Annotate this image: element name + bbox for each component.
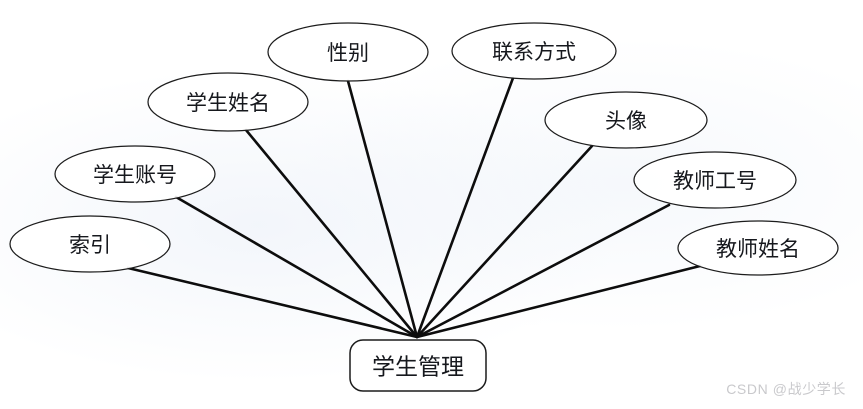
attribute-ellipse[interactable] <box>54 145 216 203</box>
attribute-label: 学生姓名 <box>186 91 270 115</box>
csdn-watermark: CSDN @战少学长 <box>726 381 846 397</box>
attribute-label: 联系方式 <box>492 40 576 64</box>
attribute-ellipse[interactable] <box>677 220 839 276</box>
edge-jiaoshi-gonghao-to-entity <box>415 203 671 339</box>
edge-xuesheng-zhanghao-to-entity <box>174 195 419 339</box>
attribute-node-lianxi-fangshi[interactable]: 联系方式 <box>451 22 617 80</box>
attribute-label: 教师姓名 <box>716 237 800 261</box>
edge-xuesheng-xingming-to-entity <box>244 128 419 339</box>
edge-jiaoshi-xingming-to-entity <box>415 264 702 339</box>
edge-lianxi-fangshi-to-entity <box>415 76 515 339</box>
attribute-node-jiaoshi-xingming[interactable]: 教师姓名 <box>677 220 839 276</box>
entity-node-xuesheng-guanli[interactable]: 学生管理 <box>349 339 487 392</box>
attribute-ellipse[interactable] <box>9 215 171 273</box>
attribute-node-xingbie[interactable]: 性别 <box>267 22 429 82</box>
attribute-node-xuesheng-xingming[interactable]: 学生姓名 <box>147 72 309 132</box>
edge-xingbie-to-entity <box>346 79 419 339</box>
attribute-label: 学生账号 <box>93 163 177 187</box>
edge-touxiang-to-entity <box>415 144 594 339</box>
entity-rounded-rect[interactable] <box>349 339 487 392</box>
attribute-ellipse[interactable] <box>544 91 708 149</box>
edge-group <box>126 76 702 339</box>
attribute-ellipse[interactable] <box>267 22 429 82</box>
attribute-node-xuesheng-zhanghao[interactable]: 学生账号 <box>54 145 216 203</box>
attribute-ellipse[interactable] <box>633 151 797 209</box>
attribute-label: 索引 <box>69 233 111 257</box>
attribute-label: 教师工号 <box>673 169 757 193</box>
attribute-label: 头像 <box>605 109 647 133</box>
attribute-ellipse[interactable] <box>147 72 309 132</box>
attribute-label: 性别 <box>327 41 369 65</box>
attribute-node-suoyin[interactable]: 索引 <box>9 215 171 273</box>
entity-label: 学生管理 <box>372 355 464 380</box>
edge-suoyin-to-entity <box>126 266 419 339</box>
attribute-ellipse[interactable] <box>451 22 617 80</box>
attribute-node-touxiang[interactable]: 头像 <box>544 91 708 149</box>
attribute-node-jiaoshi-gonghao[interactable]: 教师工号 <box>633 151 797 209</box>
